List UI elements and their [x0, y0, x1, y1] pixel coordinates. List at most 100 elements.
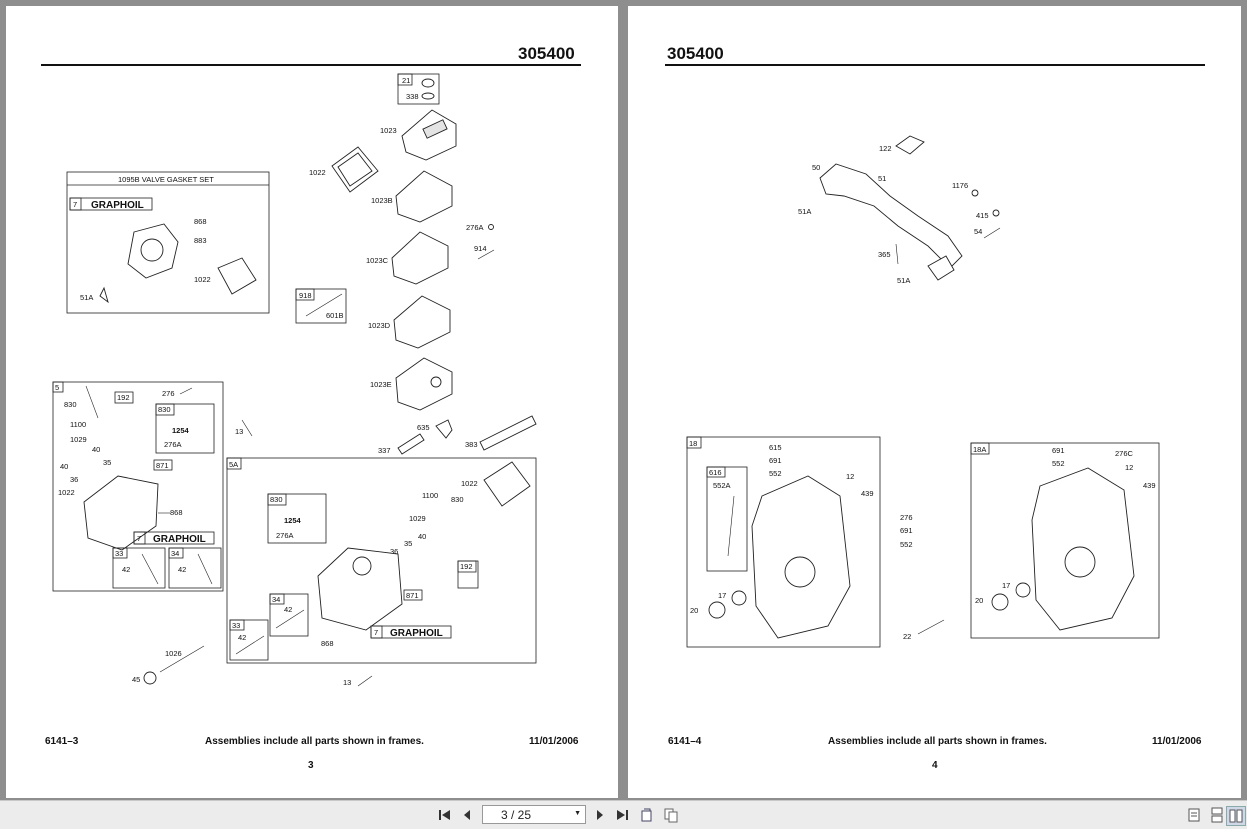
part-drawing [644, 808, 651, 811]
part-drawing [1064, 546, 1096, 578]
label-1100b: 1100 [422, 491, 438, 500]
page-indicator: 3 / 25 [501, 808, 532, 822]
frame-box [229, 619, 269, 661]
frame-box [1211, 815, 1223, 823]
part-drawing [917, 619, 945, 635]
label-7: 7 [73, 200, 77, 209]
footer-code: 6141–4 [668, 736, 702, 747]
prev-page-icon[interactable] [458, 806, 476, 824]
page-selector[interactable]: 3 / 25 ▼ [482, 805, 586, 824]
label-192b: 192 [460, 562, 473, 571]
label-36b: 36 [390, 547, 398, 556]
header-rule [665, 64, 1205, 66]
cylinder-head-large [317, 547, 403, 631]
label-33b: 33 [232, 621, 240, 630]
viewer-toolbar: 3 / 25 ▼ [0, 800, 1247, 829]
frame-21 [397, 73, 440, 105]
label-1022d: 1022 [461, 479, 478, 488]
part-drawing [305, 293, 343, 317]
first-page-icon[interactable] [436, 806, 454, 824]
exploded-parts-diagram: 122 50 51 1176 51A 415 54 365 51A 18 615… [686, 135, 1160, 648]
label-1254: 1254 [172, 426, 190, 435]
frame-box [706, 466, 748, 572]
label-21: 21 [402, 76, 410, 85]
label-18: 18 [689, 439, 697, 448]
part-drawing [235, 635, 265, 655]
gasket-set-title: 1095B VALVE GASKET SET [118, 175, 214, 184]
part-drawing [337, 152, 373, 187]
label-42c: 42 [284, 605, 292, 614]
part-drawing [895, 135, 925, 155]
label-439b: 439 [1143, 481, 1156, 490]
label-42: 42 [122, 565, 130, 574]
label-122: 122 [879, 144, 892, 153]
label-34: 34 [171, 549, 179, 558]
next-page-icon[interactable] [591, 806, 609, 824]
frame-box [1236, 809, 1243, 823]
label-868b: 868 [170, 508, 183, 517]
frame-box [295, 288, 315, 301]
rotate-icon[interactable] [638, 806, 656, 824]
label-868c: 868 [321, 639, 334, 648]
label-552c: 552 [1052, 459, 1065, 468]
footer-note: Assemblies include all parts shown in fr… [205, 736, 424, 747]
part-drawing [275, 609, 305, 629]
part-drawing [357, 675, 373, 687]
label-1100: 1100 [70, 420, 86, 429]
label-35: 35 [103, 458, 111, 467]
frame-box [69, 197, 82, 211]
part-drawing [477, 249, 495, 260]
continuous-view-icon[interactable] [1208, 806, 1226, 824]
gasket-set-frame [66, 171, 270, 314]
last-page-icon[interactable] [613, 806, 631, 824]
label-830d: 830 [270, 495, 283, 504]
part-drawing [464, 810, 470, 820]
label-51: 51 [878, 174, 886, 183]
label-868: 868 [194, 217, 207, 226]
part-drawing [430, 376, 442, 388]
facing-view-icon[interactable] [1226, 806, 1246, 826]
label-552A: 552A [713, 481, 731, 490]
part-drawing [397, 433, 425, 455]
label-276A: 276A [466, 223, 484, 232]
label-18A: 18A [973, 445, 986, 454]
part-drawing [784, 556, 816, 588]
cylinder-head-small [83, 475, 159, 551]
label-1023C: 1023C [366, 256, 389, 265]
frame-box [269, 593, 285, 605]
label-17: 17 [718, 591, 726, 600]
label-691: 691 [769, 456, 782, 465]
part-drawing [141, 553, 159, 585]
label-12b: 12 [1125, 463, 1133, 472]
label-601B: 601B [326, 311, 344, 320]
header-rule [41, 64, 581, 66]
part-drawing [179, 387, 193, 395]
label-40b: 40 [60, 462, 68, 471]
part-drawing [731, 590, 747, 606]
part-drawing [217, 257, 257, 295]
label-691b: 691 [900, 526, 913, 535]
label-615: 615 [769, 443, 782, 452]
part-drawing [241, 419, 253, 437]
two-page-icon[interactable] [662, 806, 680, 824]
part-drawing [617, 810, 625, 820]
frame-18A [970, 442, 1160, 639]
label-22: 22 [903, 632, 911, 641]
label-338: 338 [406, 92, 419, 101]
label-1026: 1026 [165, 649, 182, 658]
label-40c: 40 [418, 532, 426, 541]
label-13b: 13 [343, 678, 351, 687]
label-7b: 7 [137, 534, 141, 543]
frame-box [269, 593, 309, 637]
single-page-view-icon[interactable] [1185, 806, 1203, 824]
frame-box [267, 493, 287, 506]
label-439: 439 [861, 489, 874, 498]
part-drawing [727, 495, 735, 557]
label-192: 192 [117, 393, 130, 402]
frame-918 [295, 288, 347, 324]
label-13: 13 [235, 427, 243, 436]
footer-date: 11/01/2006 [1152, 736, 1202, 747]
frame-box [370, 625, 383, 639]
part-drawing [927, 255, 955, 281]
label-365: 365 [878, 250, 891, 259]
